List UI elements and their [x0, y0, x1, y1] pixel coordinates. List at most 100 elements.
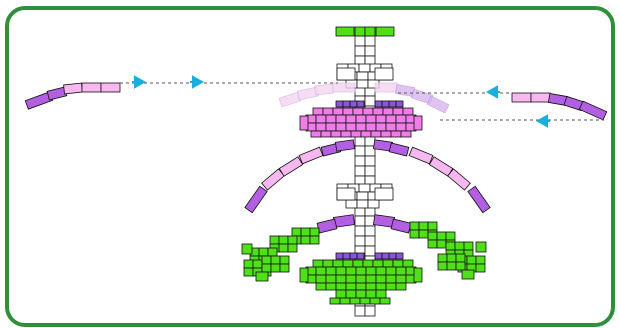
arm-block	[467, 185, 491, 214]
green-block	[335, 289, 347, 299]
green-arm-right	[372, 214, 487, 280]
green-block	[455, 261, 466, 271]
spine-cell	[354, 135, 366, 147]
green-block	[255, 271, 269, 282]
green-block	[372, 259, 384, 268]
motion-guides	[120, 75, 604, 128]
green-block	[418, 221, 429, 231]
green-block	[299, 267, 309, 283]
spine-cell	[354, 165, 366, 177]
green-block	[445, 241, 456, 251]
pink-block	[402, 107, 414, 116]
green-block	[261, 263, 272, 273]
outer-frame	[5, 6, 615, 327]
pink-block	[340, 130, 352, 138]
arm-block	[261, 168, 285, 191]
green-block	[345, 289, 357, 299]
white-block-cluster-middle	[336, 183, 394, 209]
green-block	[446, 261, 457, 271]
violet-block	[395, 252, 404, 260]
violet-block	[381, 100, 390, 108]
arm-block	[278, 156, 304, 177]
left-piece-block	[63, 82, 83, 95]
green-block	[375, 274, 387, 284]
green-cap-block	[375, 26, 395, 37]
green-block	[325, 266, 337, 276]
green-block	[445, 231, 456, 241]
arm-block	[372, 214, 396, 228]
ghost-block	[314, 83, 334, 96]
green-block	[325, 282, 337, 291]
green-block	[436, 231, 447, 241]
green-block	[270, 255, 281, 265]
green-block	[475, 263, 486, 273]
green-block	[369, 297, 381, 305]
white-block	[336, 187, 356, 201]
green-block	[300, 227, 311, 237]
arm-block	[244, 185, 268, 214]
green-block	[329, 297, 341, 305]
violet-block	[335, 252, 344, 260]
green-block	[300, 235, 311, 245]
green-block	[332, 259, 344, 268]
pink-block	[365, 114, 377, 124]
white-block	[374, 187, 394, 201]
violet-block	[388, 100, 397, 108]
green-block	[349, 297, 361, 305]
pink-block-assembly	[299, 100, 423, 138]
violet-block	[342, 100, 351, 108]
green-block	[335, 274, 347, 284]
white-block	[345, 199, 358, 209]
green-block	[309, 227, 320, 237]
spine-cell	[364, 155, 376, 167]
white-block	[356, 71, 369, 81]
green-block	[345, 282, 357, 291]
pink-block	[325, 122, 337, 132]
spine-cell	[354, 215, 366, 227]
pink-block	[335, 122, 347, 132]
arrow-right-icon	[190, 75, 205, 89]
spine-cell	[354, 45, 366, 57]
green-block	[436, 239, 447, 249]
pink-block	[342, 107, 354, 116]
green-block	[437, 261, 448, 271]
spine-cell	[364, 235, 376, 247]
green-block	[427, 231, 438, 241]
arm-block	[390, 218, 412, 234]
top-green-cap	[335, 26, 395, 37]
pink-block	[375, 122, 387, 132]
left-piece-block	[81, 82, 102, 93]
spine-cell	[364, 95, 376, 107]
green-block	[345, 266, 357, 276]
violet-block	[381, 252, 390, 260]
green-block	[392, 259, 404, 268]
pink-block	[325, 114, 337, 124]
green-block	[475, 241, 487, 253]
pink-block	[322, 107, 334, 116]
green-block	[269, 235, 280, 245]
green-block	[427, 221, 438, 231]
green-block	[362, 259, 374, 268]
green-block	[315, 274, 327, 284]
white-block-cluster-top	[336, 63, 394, 89]
green-arm-left	[241, 214, 356, 282]
white-block	[356, 199, 369, 209]
green-block	[418, 229, 429, 239]
pink-arm-right	[373, 139, 491, 214]
green-block	[355, 289, 367, 299]
arm-block	[447, 168, 471, 191]
arm-block	[408, 146, 434, 165]
green-block	[355, 274, 367, 284]
green-block	[455, 253, 466, 263]
green-block	[315, 266, 327, 276]
green-block-assembly	[299, 252, 423, 305]
white-block	[374, 67, 394, 81]
violet-block	[374, 252, 383, 260]
green-block	[395, 282, 407, 291]
green-block	[278, 243, 289, 253]
ghost-block	[426, 95, 450, 114]
green-block	[379, 297, 391, 305]
green-block	[335, 266, 347, 276]
green-block	[402, 259, 414, 268]
